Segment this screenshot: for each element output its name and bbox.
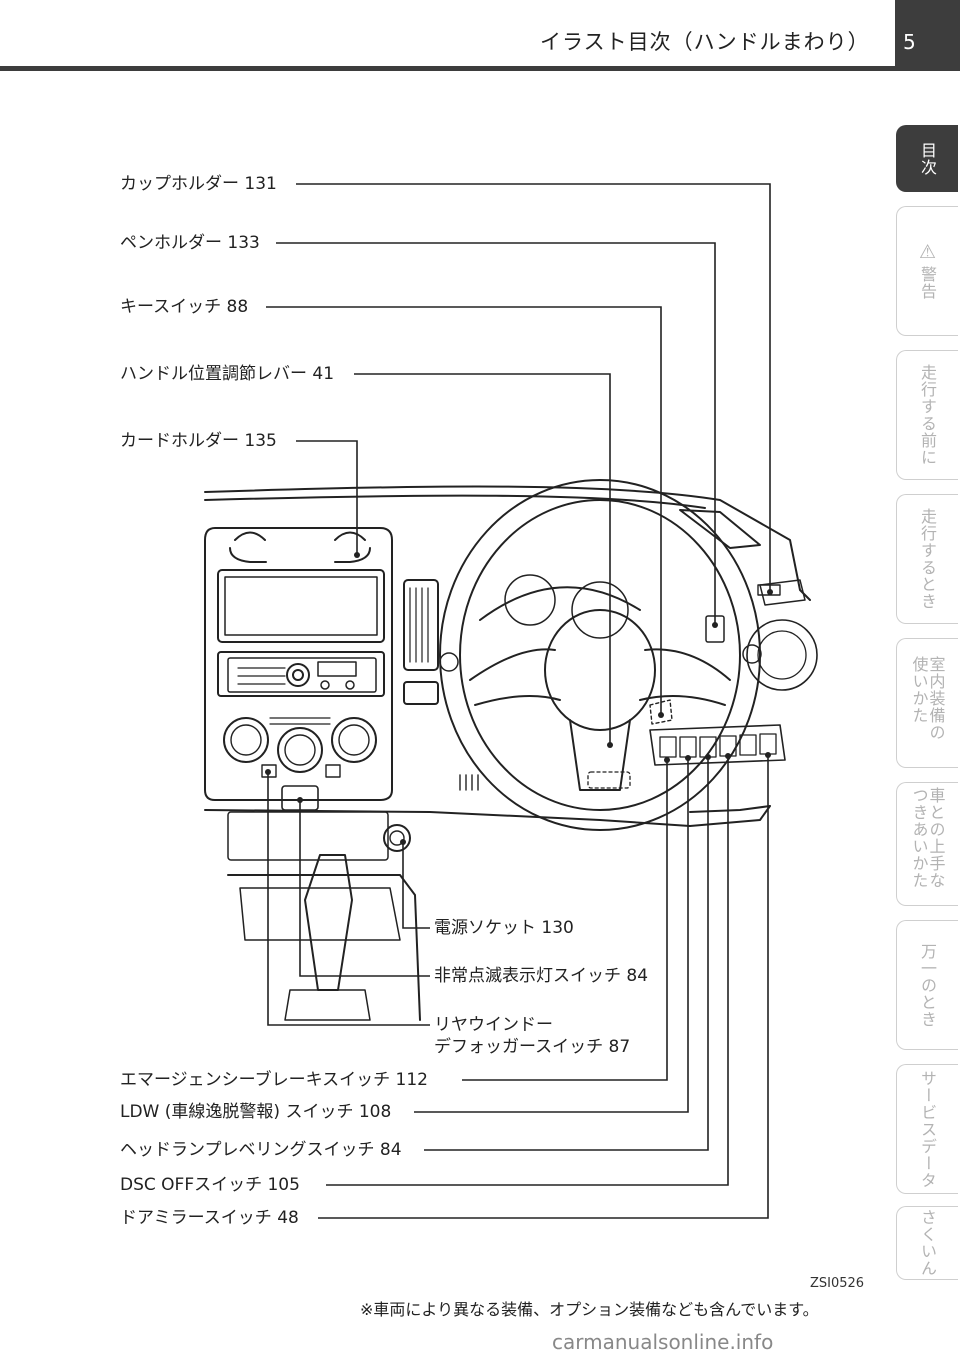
callout-rear-defogger: リヤウインドー デフォッガースイッチ 87	[434, 1014, 630, 1058]
callout-card-holder: カードホルダー 135	[120, 430, 277, 452]
figure-code: ZSI0526	[810, 1276, 864, 1291]
footnote: ※車両により異なる装備、オプション装備なども含んでいます。	[360, 1296, 819, 1320]
watermark: carmanualsonline.info	[552, 1330, 773, 1354]
callout-pen-holder: ペンホルダー 133	[120, 232, 260, 254]
callout-key-switch: キースイッチ 88	[120, 296, 248, 318]
callout-steering-lever: ハンドル位置調節レバー 41	[120, 363, 334, 385]
callout-cup-holder: カップホルダー 131	[120, 173, 277, 195]
callout-ldw-switch: LDW (車線逸脱警報) スイッチ 108	[120, 1101, 391, 1123]
callout-emergency-brake: エマージェンシーブレーキスイッチ 112	[120, 1069, 428, 1091]
callout-dsc-off: DSC OFFスイッチ 105	[120, 1174, 300, 1196]
callout-power-socket: 電源ソケット 130	[434, 917, 574, 939]
callout-hazard-switch: 非常点滅表示灯スイッチ 84	[434, 965, 648, 987]
callout-headlamp-leveling: ヘッドランプレベリングスイッチ 84	[120, 1139, 402, 1161]
callout-mirror-switch: ドアミラースイッチ 48	[120, 1207, 299, 1229]
